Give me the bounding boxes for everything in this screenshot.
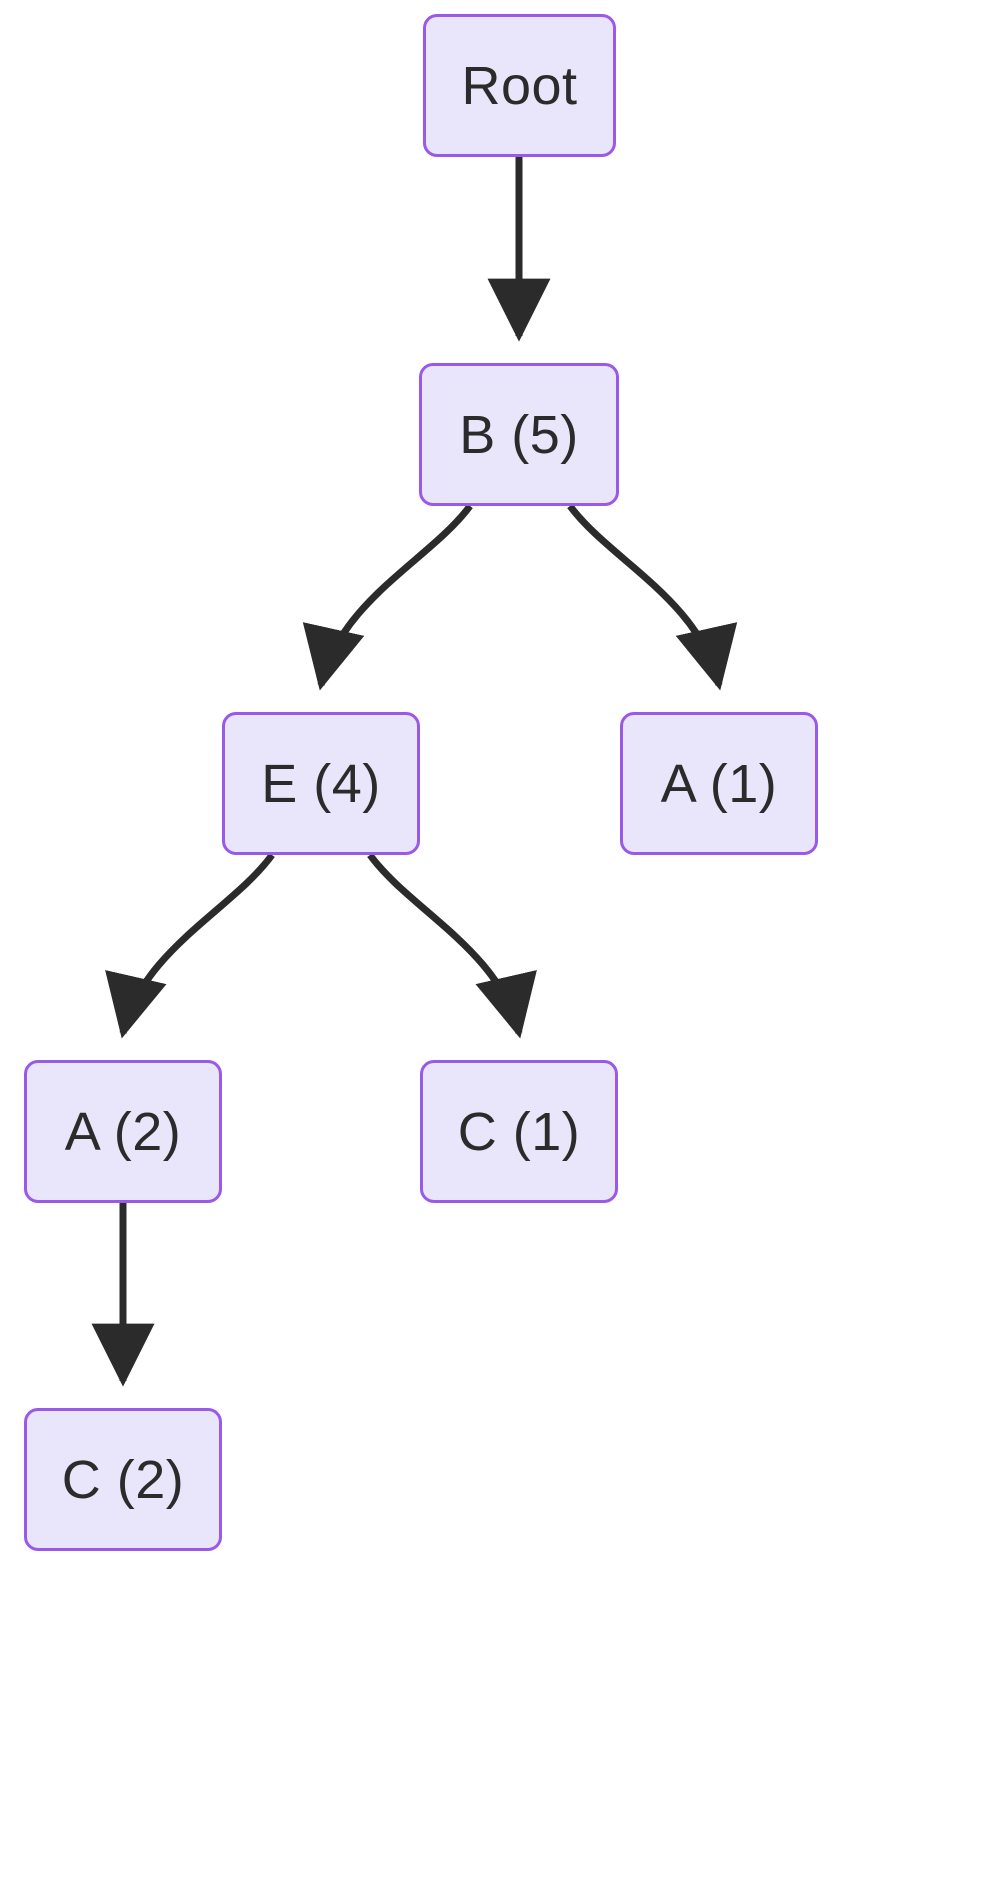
node-a2[interactable]: A (2) <box>24 1060 222 1203</box>
node-c2[interactable]: C (2) <box>24 1408 222 1551</box>
node-c2-label: C (2) <box>61 1449 185 1510</box>
node-root[interactable]: Root <box>423 14 616 157</box>
node-a1[interactable]: A (1) <box>620 712 818 855</box>
node-e4[interactable]: E (4) <box>222 712 420 855</box>
node-root-label: Root <box>461 55 578 116</box>
edge-e4-to-a2 <box>105 852 275 1039</box>
edge-e4-to-c1 <box>367 852 537 1039</box>
edge-b5-to-a1 <box>567 503 738 691</box>
node-a2-label: A (2) <box>64 1101 182 1162</box>
node-a1-label: A (1) <box>660 753 778 814</box>
node-c1[interactable]: C (1) <box>420 1060 618 1203</box>
node-c1-label: C (1) <box>457 1101 581 1162</box>
edge-b5-to-e4 <box>302 503 473 691</box>
node-b5-label: B (5) <box>459 404 579 465</box>
node-b5[interactable]: B (5) <box>419 363 619 506</box>
node-e4-label: E (4) <box>261 753 381 814</box>
